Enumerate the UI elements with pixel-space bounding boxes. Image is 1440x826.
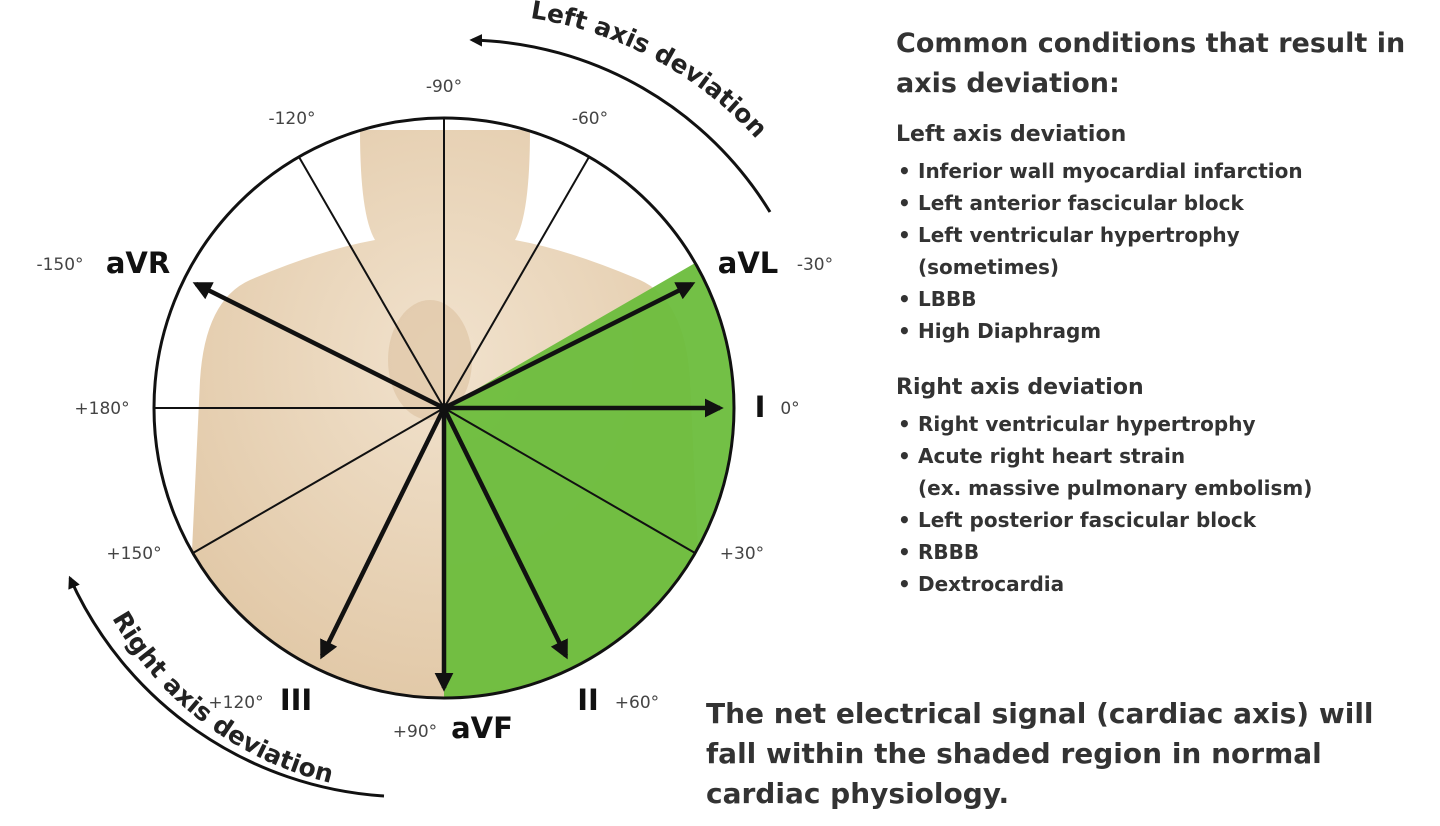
list-item: RBBB [896, 536, 1426, 568]
conditions-panel: Common conditions that result in axis de… [896, 24, 1426, 600]
angle-label-p90: +90° [393, 722, 437, 742]
list-item: Inferior wall myocardial infarction [896, 155, 1426, 187]
angle-label-p60: +60° [615, 693, 659, 713]
angle-label-m90: -90° [426, 77, 462, 97]
angle-label-m120: -120° [268, 109, 315, 129]
left-deviation-arrow [469, 33, 772, 213]
lead-label-avl: aVL [718, 246, 779, 280]
lead-ii-vector [441, 407, 569, 660]
lead-label-ii: II [577, 683, 599, 717]
left-deviation-label: Left axis deviation [529, 0, 773, 143]
list-item: Right ventricular hypertrophy [896, 408, 1426, 440]
hexaxial-diagram: -90° -120° -60° -150° -30° +180° 0° +150… [36, 0, 833, 798]
right-deviation-arrow [68, 575, 385, 798]
list-item: Left posterior fascicular block [896, 504, 1426, 536]
left-deviation-list: Inferior wall myocardial infarction Left… [896, 155, 1426, 347]
footer-note: The net electrical signal (cardiac axis)… [706, 697, 1374, 810]
list-item: Acute right heart strain (ex. massive pu… [896, 440, 1426, 504]
list-item: LBBB [896, 283, 1426, 315]
lead-iii-vector [319, 407, 447, 660]
right-deviation-list: Right ventricular hypertrophy Acute righ… [896, 408, 1426, 600]
angle-label-m30: -30° [797, 255, 833, 275]
angle-label-p180: +180° [74, 399, 129, 419]
list-item-text: Acute right heart strain [918, 444, 1186, 468]
lead-label-avr: aVR [106, 246, 170, 280]
angle-label-m60: -60° [572, 109, 608, 129]
axis-spokes [154, 118, 696, 554]
angle-label-p30: +30° [720, 544, 764, 564]
left-deviation-heading: Left axis deviation [896, 122, 1127, 147]
lead-label-i: I [755, 390, 766, 424]
list-item: Left ventricular hypertrophy (sometimes) [896, 219, 1426, 283]
lead-label-iii: III [280, 683, 312, 717]
list-item: Left anterior fascicular block [896, 187, 1426, 219]
angle-label-p120: +120° [208, 693, 263, 713]
angle-label-zero: 0° [780, 399, 799, 419]
lead-label-avf: aVF [451, 711, 513, 745]
angle-label-p150: +150° [106, 544, 161, 564]
list-item: High Diaphragm [896, 315, 1426, 347]
list-item-text: Left ventricular hypertrophy [918, 223, 1240, 247]
list-item: Dextrocardia [896, 568, 1426, 600]
lead-avl-vector [442, 281, 696, 411]
lead-avr-vector [192, 281, 446, 411]
angle-label-m150: -150° [36, 255, 83, 275]
panel-title: Common conditions that result in axis de… [896, 28, 1406, 99]
right-deviation-heading: Right axis deviation [896, 375, 1144, 400]
list-item-continuation: (sometimes) [918, 255, 1060, 279]
list-item-continuation: (ex. massive pulmonary embolism) [918, 476, 1313, 500]
